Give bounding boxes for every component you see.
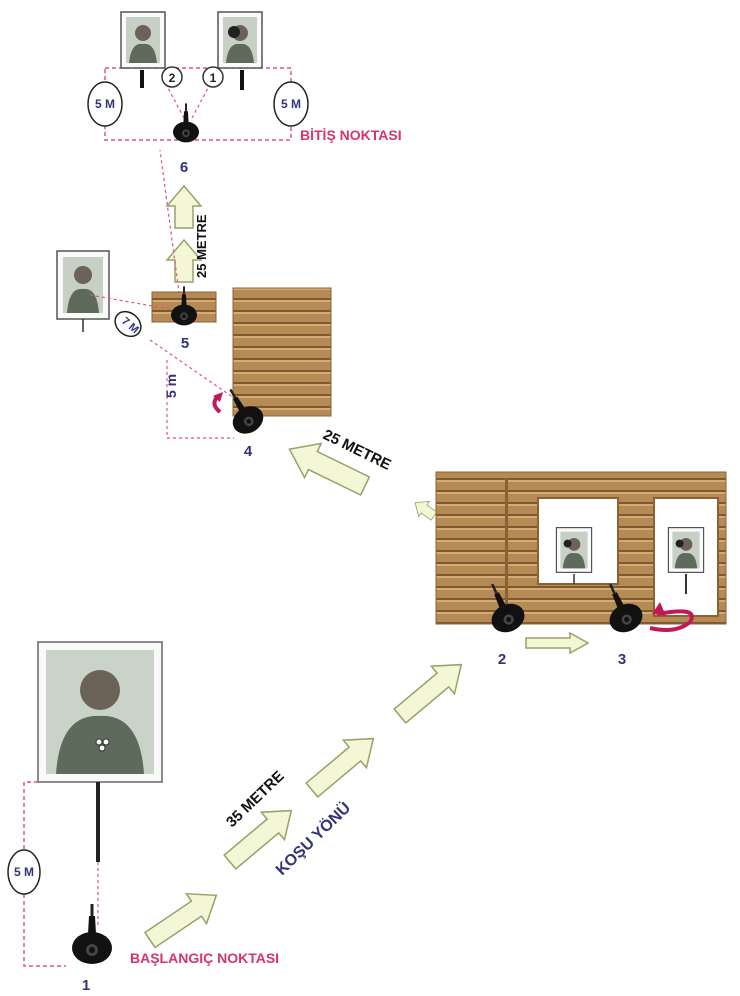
window-wall: 2 3 xyxy=(435,471,727,668)
arrows-35m-run: 35 METRE KOŞU YÖNÜ xyxy=(143,663,463,949)
target-position-5 xyxy=(56,250,110,320)
target-number-1: 1 xyxy=(210,71,217,85)
turn-arrow-pos3-icon xyxy=(649,609,694,632)
distance-5m-start-badge xyxy=(7,849,41,895)
arrows-to-finish: 25 METRE xyxy=(159,149,209,301)
target-2-top xyxy=(120,11,166,69)
target-start-post xyxy=(96,782,100,862)
arrow-run-4-icon xyxy=(393,663,463,724)
arrow-run-3-icon xyxy=(305,737,375,798)
distance-5m-start: 5 M xyxy=(14,865,34,879)
position-5-label: 5 xyxy=(181,335,189,352)
distance-5m-finish-right: 5 M xyxy=(281,97,301,111)
position-1-label: 1 xyxy=(82,977,90,994)
start-point-label: BAŞLANGIÇ NOKTASI xyxy=(130,950,279,966)
start-area: 5 M 1 BAŞLANGIÇ NOKTASI xyxy=(7,641,279,994)
position-4-label: 4 xyxy=(244,443,253,460)
target-window-right xyxy=(667,526,705,574)
position-2-label: 2 xyxy=(498,651,506,668)
position-3-label: 3 xyxy=(618,651,626,668)
finish-point-label: BİTİŞ NOKTASI xyxy=(300,127,402,143)
target-start-head xyxy=(80,670,120,710)
finish-area: 2 1 5 M 5 M 6 BİTİŞ NOKTASI xyxy=(87,11,402,176)
arrows-25m-diagonal: 25 METRE xyxy=(288,426,440,525)
arrow-2-to-3-icon xyxy=(525,631,590,655)
distance-7m-badge xyxy=(114,310,142,338)
arrow-run-2-icon xyxy=(223,809,293,870)
target-number-1-badge xyxy=(202,66,224,88)
barricade-section: 7 M 5 5 m 4 xyxy=(56,250,332,460)
target-1-top xyxy=(217,11,263,69)
position-6-label: 6 xyxy=(180,159,188,176)
arrow-run-1-icon xyxy=(143,892,218,949)
distance-5m-finish-right-badge xyxy=(273,81,309,127)
distance-25m-vertical: 25 METRE xyxy=(194,214,209,278)
target-1-post xyxy=(240,70,244,90)
target-number-2: 2 xyxy=(169,71,176,85)
distance-5m-pos4-line xyxy=(166,360,234,439)
target-2-post xyxy=(140,70,144,88)
distance-5m-finish-left: 5 M xyxy=(95,97,115,111)
target-number-2-badge xyxy=(161,66,183,88)
distance-5m-finish-left-badge xyxy=(87,81,123,127)
tall-barricade xyxy=(232,287,332,417)
distance-5m-pos4: 5 m xyxy=(163,374,179,398)
shooter-position-6-icon xyxy=(173,103,199,143)
target-window-left xyxy=(555,526,593,574)
arrow-small-diag-icon xyxy=(409,494,440,525)
shooter-position-1-icon xyxy=(72,904,112,964)
arrow-diag-25m-icon xyxy=(288,442,371,496)
